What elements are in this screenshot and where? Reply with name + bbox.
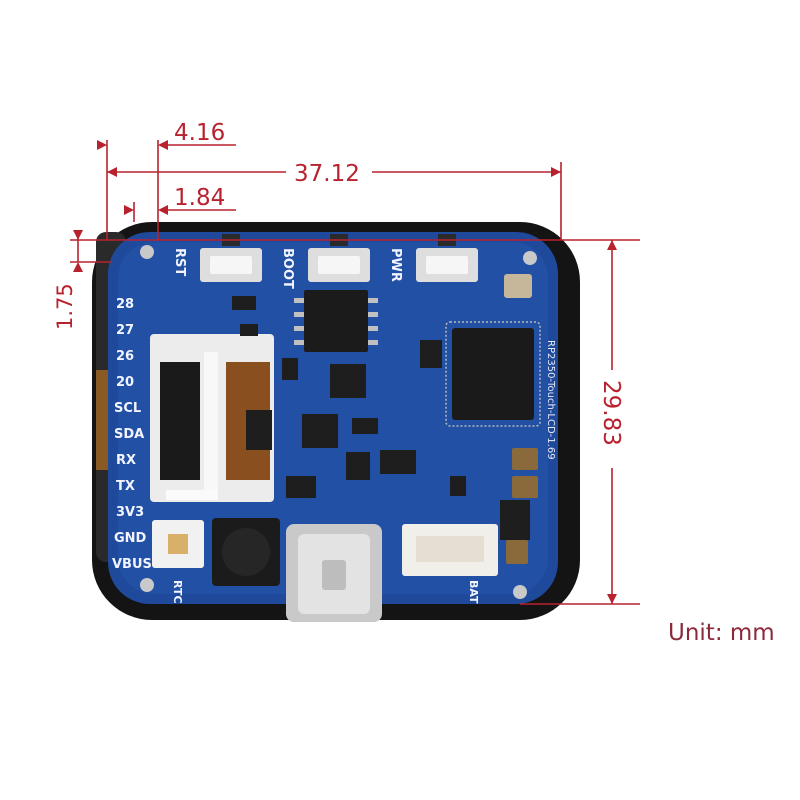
pin-label-27: 27 [116,323,134,338]
mounting-holes [140,245,537,599]
mcu-chip-outline [445,321,541,427]
battery-connector [402,524,498,576]
fpc-connector [150,334,274,502]
dimension-lines [70,140,640,605]
pin-labels: 28 27 26 20 SCL SDA RX TX 3V3 GND VBUS [112,297,152,572]
board-marking: RP2350-Touch-LCD-1.69 [545,340,556,460]
pin-label-rx: RX [116,453,136,468]
rtc-label: RTC [171,580,184,604]
pin-label-vbus: VBUS [112,557,152,572]
pin-label-26: 26 [116,349,134,364]
rtc-connector [152,520,204,568]
pin-label-scl: SCL [114,401,141,416]
pin-label-3v3: 3V3 [116,505,144,520]
bat-label: BAT [467,580,480,604]
pin-label-28: 28 [116,297,134,312]
button-label-boot: BOOT [280,248,295,289]
button-rst [200,234,262,282]
dim-height: 29.83 [598,380,624,446]
smd-components [232,296,530,540]
pin-label-20: 20 [116,375,134,390]
unit-label: Unit: mm [668,620,775,646]
buzzer-body [222,528,270,576]
pin-label-sda: SDA [114,427,144,442]
button-pwr [416,234,478,282]
dim-offset-inner: 1.84 [174,185,225,211]
flash-chip [304,290,368,352]
flex-cable-edge [96,370,108,470]
dim-offset-left: 1.75 [53,283,77,330]
button-label-rst: RST [172,248,187,276]
crystal [504,274,532,298]
flash-chip-pins [294,298,378,345]
pin-label-tx: TX [116,479,135,494]
pin-label-gnd: GND [114,531,147,546]
dim-offset-top: 4.16 [174,120,225,146]
dim-width: 37.12 [294,161,360,187]
dimension-arrows [73,140,617,604]
button-label-pwr: PWR [388,248,403,282]
passive-components [506,448,538,564]
usb-c-port [286,524,382,622]
mcu-chip [452,328,534,420]
